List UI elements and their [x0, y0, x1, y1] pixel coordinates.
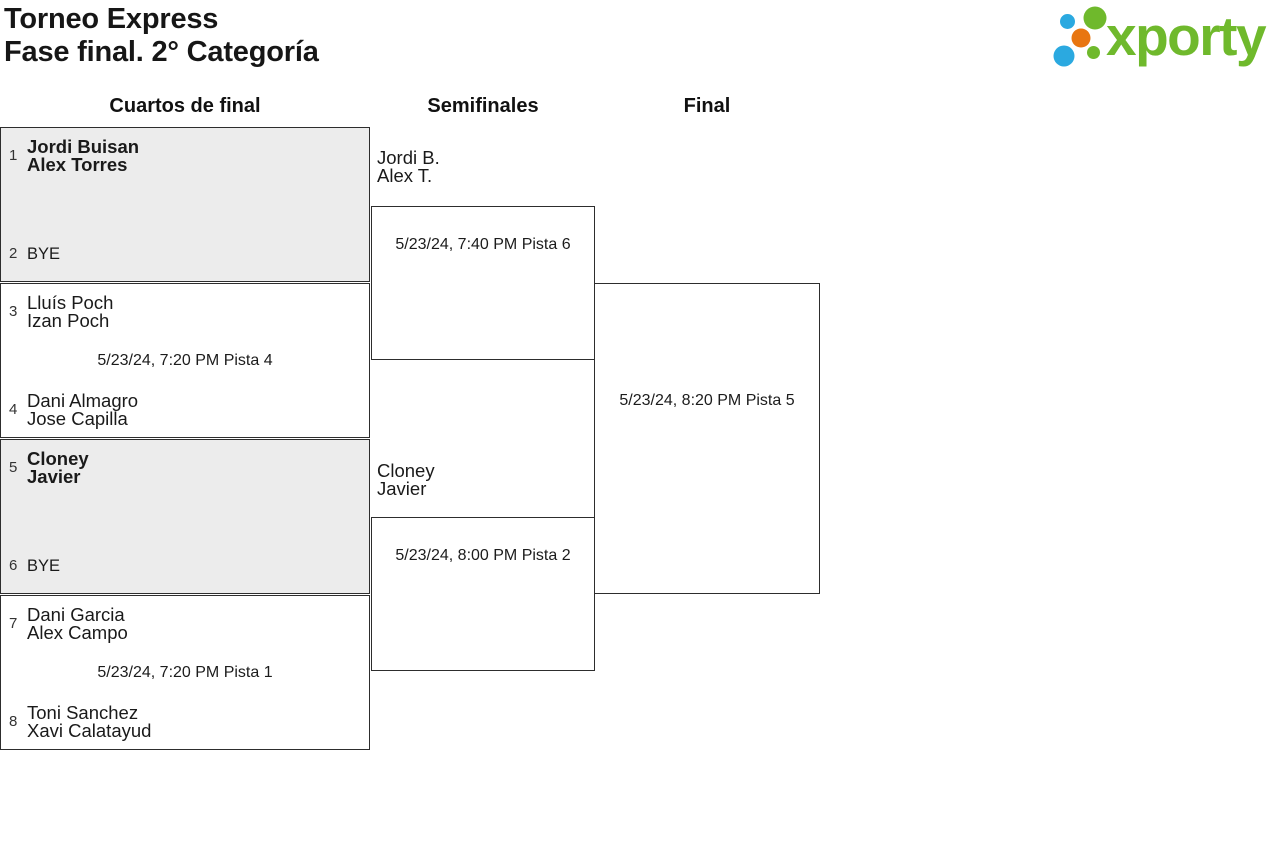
match-box-qf4[interactable]: 7 Dani Garcia Alex Campo 5/23/24, 7:20 P…	[0, 595, 370, 750]
player-name: Dani Almagro	[27, 389, 139, 411]
player-name: Toni Sanchez	[27, 701, 139, 723]
seed-number: 4	[9, 400, 18, 418]
sf2-advancing-team: Cloney Javier	[377, 460, 435, 499]
player-name: Alex Campo	[27, 621, 128, 643]
match-box-sf1[interactable]: 5/23/24, 7:40 PM Pista 6	[371, 206, 595, 360]
team-slot: 4 Dani Almagro Jose Capilla	[9, 391, 361, 428]
team-row: 8 Toni Sanchez Xavi Calatayud	[9, 701, 152, 741]
team-names: Cloney Javier	[27, 447, 89, 487]
match-box-sf2[interactable]: 5/23/24, 8:00 PM Pista 2	[371, 517, 595, 671]
seed-number: 8	[9, 712, 18, 730]
player-name: Javier	[27, 465, 81, 487]
team-slot: 3 Lluís Poch Izan Poch	[9, 293, 361, 330]
bye-label: BYE	[27, 556, 61, 575]
team-names: BYE	[27, 557, 60, 575]
player-name: Jose Capilla	[27, 407, 128, 429]
match-box-final[interactable]: 5/23/24, 8:20 PM Pista 5	[594, 283, 820, 594]
bye-label: BYE	[27, 244, 61, 263]
player-name: Xavi Calatayud	[27, 719, 152, 741]
team-slot: 1 Jordi Buisan Alex Torres	[9, 137, 361, 174]
xporty-logo-text: xporty	[1106, 5, 1267, 67]
seed-number: 6	[9, 556, 18, 574]
match-schedule: 5/23/24, 7:20 PM Pista 4	[97, 351, 273, 369]
team-names: Toni Sanchez Xavi Calatayud	[27, 701, 152, 741]
seed-number: 3	[9, 302, 18, 320]
team-row: 7 Dani Garcia Alex Campo	[9, 603, 128, 643]
player-name: Izan Poch	[27, 309, 110, 331]
team-slot: 7 Dani Garcia Alex Campo	[9, 605, 361, 642]
xporty-logo-dots-icon	[1053, 6, 1107, 67]
tournament-name: Torneo Express	[4, 3, 219, 35]
team-row: 5 Cloney Javier	[9, 447, 89, 487]
team-row: 2 BYE	[9, 245, 60, 263]
seed-number: 1	[9, 146, 18, 164]
player-name: Jordi B.	[377, 147, 440, 168]
team-names: Jordi Buisan Alex Torres	[27, 135, 140, 175]
team-names: Dani Almagro Jose Capilla	[27, 389, 139, 429]
xporty-logo[interactable]: xporty	[1044, 4, 1276, 74]
team-names: BYE	[27, 245, 60, 263]
player-name: Alex Torres	[27, 153, 128, 175]
team-slot: 6 BYE	[9, 547, 361, 584]
round-header-cuartos-de-final: Cuartos de final	[109, 95, 261, 117]
match-box-qf2[interactable]: 3 Lluís Poch Izan Poch 5/23/24, 7:20 PM …	[0, 283, 370, 438]
team-names: Lluís Poch Izan Poch	[27, 291, 114, 331]
player-name: Lluís Poch	[27, 291, 114, 313]
round-header-semifinales: Semifinales	[427, 95, 539, 117]
seed-number: 5	[9, 458, 18, 476]
match-schedule: 5/23/24, 7:20 PM Pista 1	[97, 663, 273, 681]
match-schedule: 5/23/24, 7:40 PM Pista 6	[395, 236, 571, 253]
match-schedule: 5/23/24, 8:20 PM Pista 5	[619, 392, 795, 409]
match-box-qf1[interactable]: 1 Jordi Buisan Alex Torres 2 BYE	[0, 127, 370, 282]
tournament-title: Torneo Express Fase final. 2° Categoría	[4, 3, 319, 69]
player-name: Dani Garcia	[27, 603, 125, 625]
seed-number: 7	[9, 614, 18, 632]
team-row: 6 BYE	[9, 557, 60, 575]
team-row: 4 Dani Almagro Jose Capilla	[9, 389, 139, 429]
team-slot: 2 BYE	[9, 235, 361, 272]
match-box-qf3[interactable]: 5 Cloney Javier 6 BYE	[0, 439, 370, 594]
tournament-phase: Fase final. 2° Categoría	[4, 36, 319, 68]
player-name: Jordi Buisan	[27, 135, 140, 157]
team-row: 1 Jordi Buisan Alex Torres	[9, 135, 140, 175]
player-name: Cloney	[27, 447, 89, 469]
player-name: Javier	[377, 478, 427, 499]
player-name: Alex T.	[377, 165, 433, 186]
player-name: Cloney	[377, 460, 435, 481]
team-row: 3 Lluís Poch Izan Poch	[9, 291, 114, 331]
sf1-advancing-team: Jordi B. Alex T.	[377, 147, 440, 186]
round-header-final: Final	[683, 95, 731, 117]
team-slot: 5 Cloney Javier	[9, 449, 361, 486]
seed-number: 2	[9, 244, 18, 262]
team-slot: 8 Toni Sanchez Xavi Calatayud	[9, 703, 361, 740]
match-schedule: 5/23/24, 8:00 PM Pista 2	[395, 547, 571, 564]
team-names: Dani Garcia Alex Campo	[27, 603, 128, 643]
